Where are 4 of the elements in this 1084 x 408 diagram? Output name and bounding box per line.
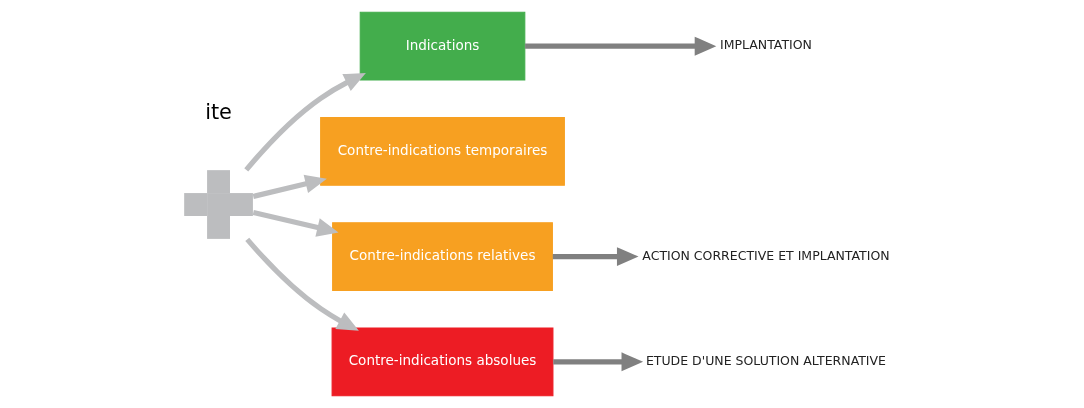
label: ite xyxy=(205,100,232,125)
node-text: ACTION CORRECTIVE ET IMPLANTATION xyxy=(642,247,890,263)
node-text: IMPLANTATION xyxy=(720,37,812,53)
node-text: ETUDE D'UNE SOLUTION ALTERNATIVE xyxy=(645,353,887,369)
